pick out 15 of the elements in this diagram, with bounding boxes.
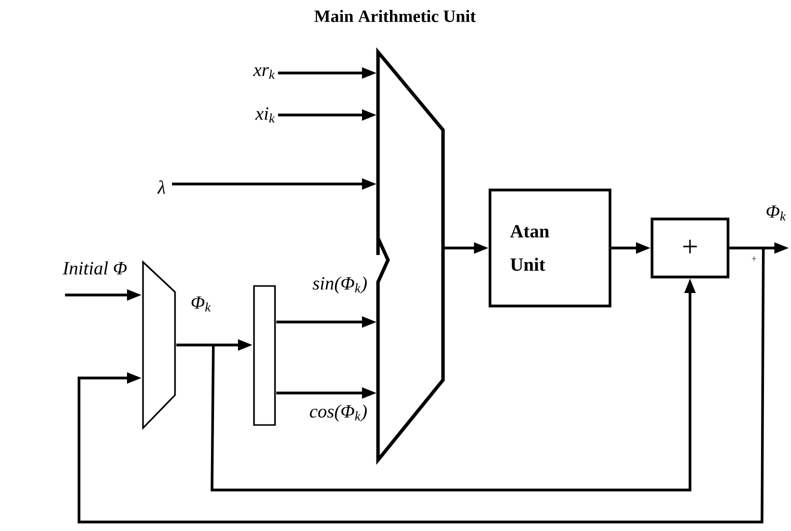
converter-bar <box>253 285 276 426</box>
input-label: xr$_{k}$ <box>253 67 275 79</box>
arrow <box>78 248 765 524</box>
edge-label: Initial Φ <box>62 261 127 275</box>
edge-label: Φ$_{k}$ <box>766 205 786 221</box>
title: Main Arithmetic Unit <box>314 10 476 22</box>
edge-label: Φ$_{k}$ <box>192 296 211 312</box>
multiplexer-shape <box>376 47 445 465</box>
sign-label: + <box>752 256 756 261</box>
edge-label: λ <box>157 180 166 194</box>
adder-box: + <box>650 218 730 278</box>
edge-label: cos(Φ$_{k}$) <box>310 404 367 422</box>
input-label: xi$_{k}$ <box>255 107 275 123</box>
edge-label: sin(Φ$_{k}$) <box>312 276 367 294</box>
process-box: Atan Unit <box>488 188 612 308</box>
